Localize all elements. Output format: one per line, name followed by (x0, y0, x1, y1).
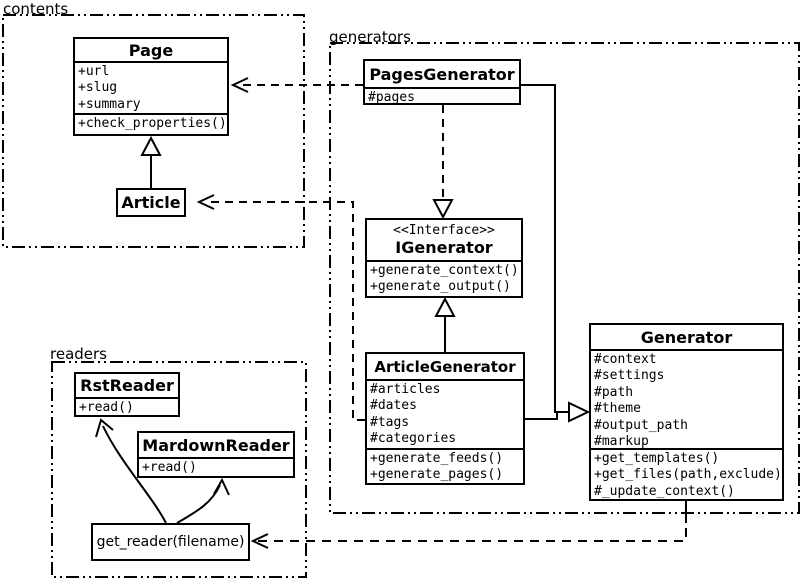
class-page: Page +url +slug +summary +check_properti… (73, 37, 229, 136)
attribute-row: #output_path (594, 417, 688, 433)
attribute-row: #context (594, 352, 657, 367)
class-rstreader-title: RstReader (80, 376, 174, 395)
dependency-pagesgenerator-page-arrowhead (230, 77, 249, 93)
attribute-row: #articles (370, 382, 441, 397)
class-mardownreader: MardownReader +read() (137, 431, 295, 478)
class-igenerator-methods: +generate_context() +generate_output() (367, 260, 521, 298)
inheritance-pagesgenerator-generator-line (521, 84, 568, 413)
class-page-attributes: +url +slug +summary (75, 61, 227, 113)
edge-getreader-rstreader-line (102, 425, 167, 524)
edge-getreader-rstreader-arrowhead (95, 418, 114, 438)
method-row: +get_files(path,exclude) (594, 467, 782, 483)
get-reader-box: get_reader(filename) (91, 523, 250, 561)
package-generators-border (329, 42, 800, 514)
package-contents-border (2, 14, 305, 248)
package-contents-label: contents (3, 0, 69, 18)
class-igenerator-name: IGenerator (395, 238, 493, 257)
class-pagesgenerator-title: PagesGenerator (369, 64, 515, 84)
inheritance-articlegenerator-generator-line (525, 411, 558, 420)
method-row: +generate_context() (370, 263, 519, 278)
method-row: +generate_pages() (370, 467, 504, 483)
dependency-articlegenerator-article-line (205, 201, 365, 421)
method-row: +check_properties() (78, 116, 227, 131)
attribute-row: #tags (370, 414, 410, 430)
class-generator-title: Generator (640, 327, 733, 347)
attribute-row: #settings (594, 368, 665, 384)
class-generator-methods: +get_templates() +get_files(path,exclude… (591, 448, 782, 499)
class-igenerator-title: <<Interface>> IGenerator (367, 220, 521, 260)
attribute-row: #pages (368, 90, 415, 105)
method-row: +read() (142, 460, 197, 475)
package-generators-label: generators (329, 28, 411, 46)
attribute-row: +slug (78, 80, 118, 96)
class-rstreader-methods: +read() (76, 397, 178, 415)
class-pagesgenerator-attributes: #pages (365, 87, 519, 105)
package-readers-label: readers (50, 345, 107, 363)
method-row: #_update_context() (594, 483, 735, 499)
class-articlegenerator-methods: +generate_feeds() +generate_pages() (367, 448, 523, 483)
package-readers-border (51, 361, 307, 578)
inheritance-generator-triangle (568, 401, 591, 423)
attribute-row: #markup (594, 433, 649, 448)
class-igenerator: <<Interface>> IGenerator +generate_conte… (365, 218, 523, 298)
edge-getreader-mardownreader-line (176, 484, 221, 524)
class-mardownreader-title: MardownReader (142, 435, 290, 455)
method-row: +read() (79, 400, 134, 415)
inheritance-articlegenerator-igenerator-triangle (434, 296, 456, 317)
class-mardownreader-methods: +read() (139, 457, 293, 476)
dependency-generator-getreader-arrowhead (250, 533, 269, 549)
class-igenerator-stereotype: <<Interface>> (393, 223, 495, 238)
class-articlegenerator: ArticleGenerator #articles #dates #tags … (365, 352, 525, 485)
method-row: +generate_output() (370, 279, 511, 295)
class-rstreader: RstReader +read() (74, 372, 180, 417)
class-pagesgenerator: PagesGenerator #pages (363, 59, 521, 105)
dependency-generator-getreader-line (258, 528, 687, 542)
attribute-row: #path (594, 384, 634, 400)
attribute-row: +summary (78, 96, 141, 112)
class-generator: Generator #context #settings #path #them… (589, 323, 784, 501)
class-page-methods: +check_properties() (75, 113, 227, 136)
attribute-row: #theme (594, 401, 641, 417)
dependency-articlegenerator-article-arrowhead (196, 194, 215, 210)
class-page-title: Page (128, 40, 174, 60)
attribute-row: +url (78, 64, 110, 79)
class-article-title: Article (121, 193, 181, 212)
method-row: +generate_feeds() (370, 451, 504, 466)
attribute-row: #categories (370, 431, 457, 447)
class-article: Article (116, 188, 186, 217)
class-articlegenerator-title: ArticleGenerator (374, 357, 516, 376)
edge-getreader-mardownreader-arrowhead (213, 477, 230, 496)
inheritance-article-page-triangle (140, 135, 162, 156)
attribute-row: #dates (370, 398, 417, 414)
realization-pagesgenerator-igenerator-triangle (432, 199, 454, 220)
class-articlegenerator-attributes: #articles #dates #tags #categories (367, 379, 523, 448)
method-row: +get_templates() (594, 451, 720, 466)
class-generator-attributes: #context #settings #path #theme #output_… (591, 349, 782, 448)
